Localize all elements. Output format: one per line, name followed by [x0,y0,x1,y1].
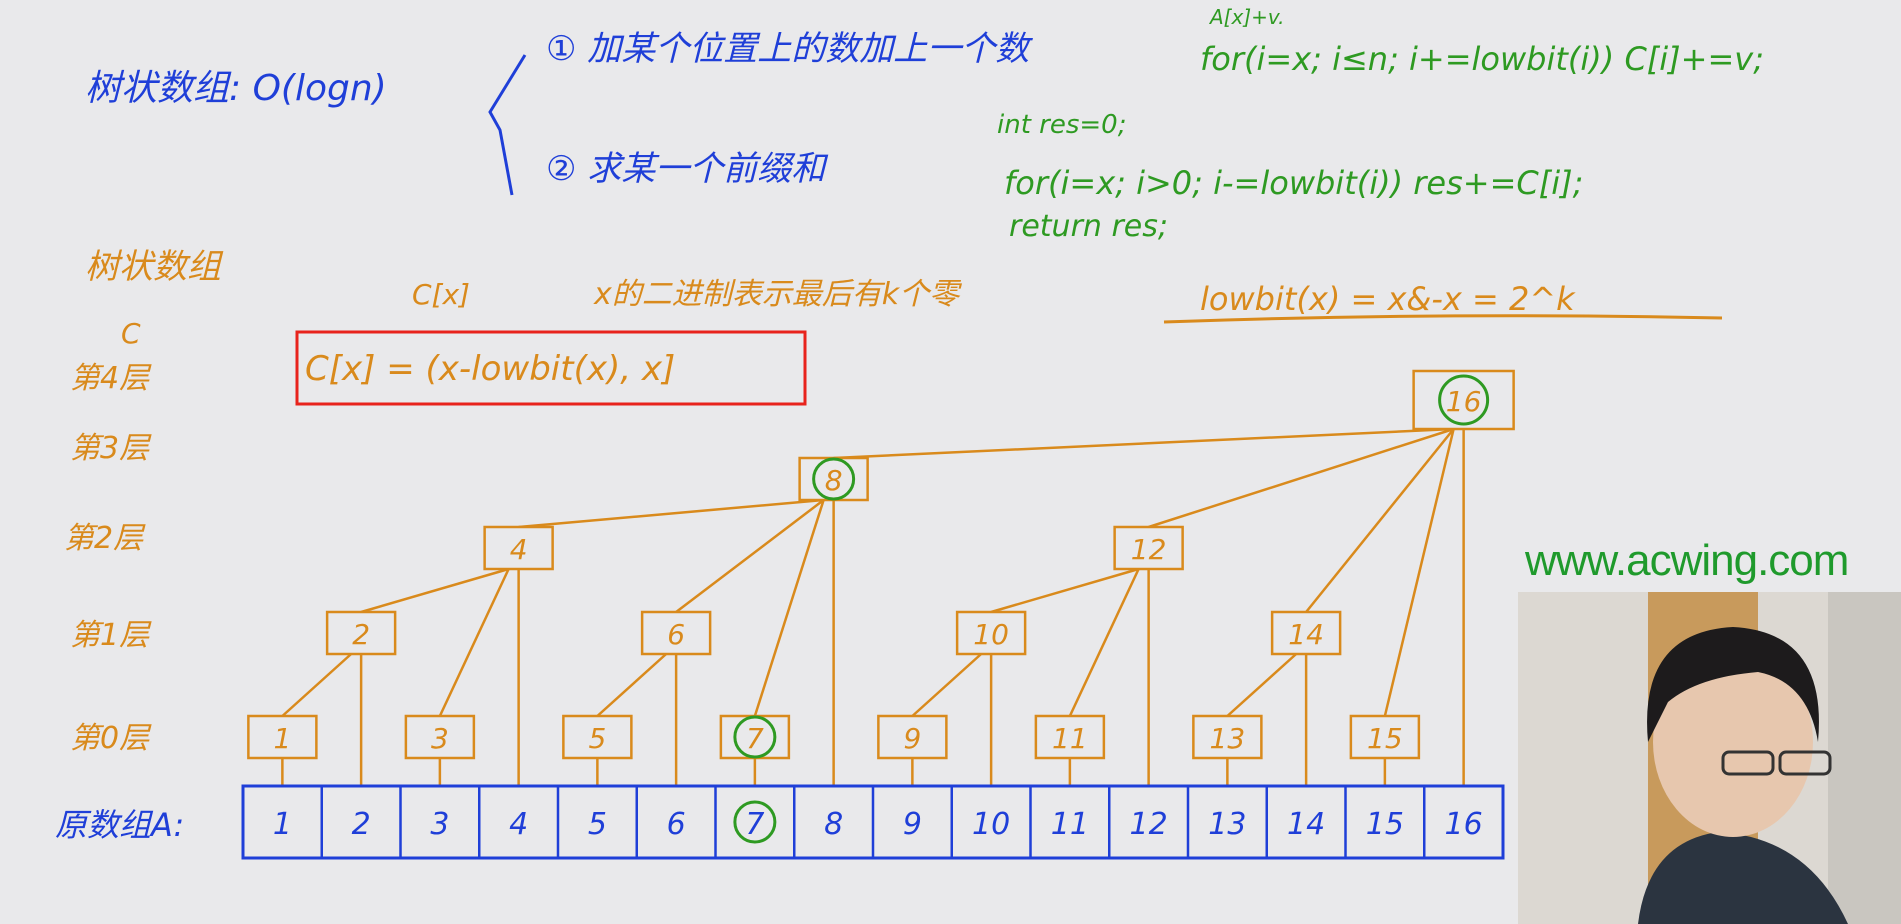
highlight-circle [812,457,856,501]
array-cell: 6 [667,807,686,842]
tree-edge [1068,568,1140,717]
tree-node-box [247,714,318,760]
array-cell: 4 [509,807,528,842]
update-note: A[x]+v. [1208,5,1284,29]
tree-edge [1383,428,1455,717]
tree-node-label: 7 [746,722,764,755]
tree-edge [1305,428,1455,613]
tree-edge [518,498,824,529]
array-cell: 7 [745,807,764,842]
tree-edge [833,427,1454,460]
highlight-circle [733,715,777,759]
tree-node-box [483,525,554,571]
array-label: 原数组A: [55,806,184,844]
array-cell: 16 [1445,807,1483,842]
tree-node-label: 3 [431,722,449,755]
tree-node-box [404,714,476,760]
underline [1163,314,1723,324]
tree-node-label: 9 [903,722,921,755]
subtitle: 树状数组 [85,247,224,287]
tree-node-box [325,610,397,656]
presenter-video [1518,592,1901,924]
layer-2-label: 第2层 [64,521,146,556]
query-return: return res; [1009,209,1168,244]
array-cell: 10 [972,807,1010,842]
tree-node-box [798,456,869,502]
tree-node-box [1113,525,1184,571]
tree-node-label: 15 [1367,722,1403,755]
watermark: www.acwing.com [1525,536,1849,585]
tree-node-label: 4 [510,533,528,566]
tree-node-label: 13 [1210,722,1246,755]
update-loop: for(i=x; i≤n; i+=lowbit(i)) C[i]+=v; [1200,40,1764,78]
query-init: int res=0; [997,110,1126,140]
tree-edge [360,567,509,614]
tree-edge [281,653,352,717]
array-cell: 13 [1208,807,1246,842]
tree-edge [911,653,982,717]
tree-node-box [955,610,1027,656]
tree-node-box [640,610,712,656]
tree-edge [990,567,1139,614]
tree-node-label: 14 [1288,618,1324,651]
range-def: C[x] = (x-lowbit(x), x] [305,349,675,389]
tree-edge [1148,427,1455,529]
c-label: C [121,317,141,350]
cx-label: C[x] [412,278,470,311]
array-cell: 8 [824,807,843,842]
tree-node-label: 6 [667,618,685,651]
tree-node-label: 8 [825,464,843,497]
tree-node-label: 5 [588,722,606,755]
range-def-box [295,330,807,406]
tree-node-label: 11 [1052,722,1088,755]
tree-node-box [1412,369,1515,431]
tree-edge [753,499,825,717]
tree-node-label: 10 [973,618,1009,651]
tree-node-label: 2 [352,618,370,651]
tree-node-label: 16 [1446,385,1482,418]
layer-3-label: 第3层 [70,431,152,466]
query-loop: for(i=x; i>0; i-=lowbit(i)) res+=C[i]; [1004,164,1583,202]
lowbit-formula: lowbit(x) = x&-x = 2^k [1200,280,1576,318]
array-cell: 11 [1051,807,1089,842]
array-cell: 9 [903,807,922,842]
array-cell: 1 [273,807,292,842]
webcam-overlay [1518,592,1901,924]
binary-note: x的二进制表示最后有k个零 [593,277,962,312]
tree-node-box [1270,610,1342,656]
array-cell: 3 [430,807,449,842]
brace [488,54,527,196]
array-cell: 2 [352,807,371,842]
array-cell: 14 [1287,807,1325,842]
operation-2: ② 求某一个前缀和 [546,149,829,189]
layer-4-label: 第4层 [70,361,152,396]
tree-edge [1226,653,1297,717]
tree-node-label: 12 [1131,533,1167,566]
title: 树状数组: O(logn) [85,68,387,109]
tree-edge [438,568,510,717]
tree-node-box [1034,714,1106,760]
tree-node-label: 1 [273,722,291,755]
tree-edge [675,499,825,613]
tree-node-box [1192,714,1263,760]
layer-1-label: 第1层 [70,618,152,653]
array-cell: 12 [1130,807,1168,842]
highlight-circle [733,800,777,844]
tree-node-box [562,714,633,760]
tree-edges [281,427,1465,786]
tree-edge [596,653,667,717]
array-cell: 5 [588,807,607,842]
highlight-circle [1438,374,1490,426]
array-cell: 15 [1366,807,1404,842]
tree-node-box [1349,714,1421,760]
layer-0-label: 第0层 [70,721,152,756]
operation-1: ① 加某个位置上的数加上一个数 [546,29,1033,69]
tree-node-box [877,714,948,760]
